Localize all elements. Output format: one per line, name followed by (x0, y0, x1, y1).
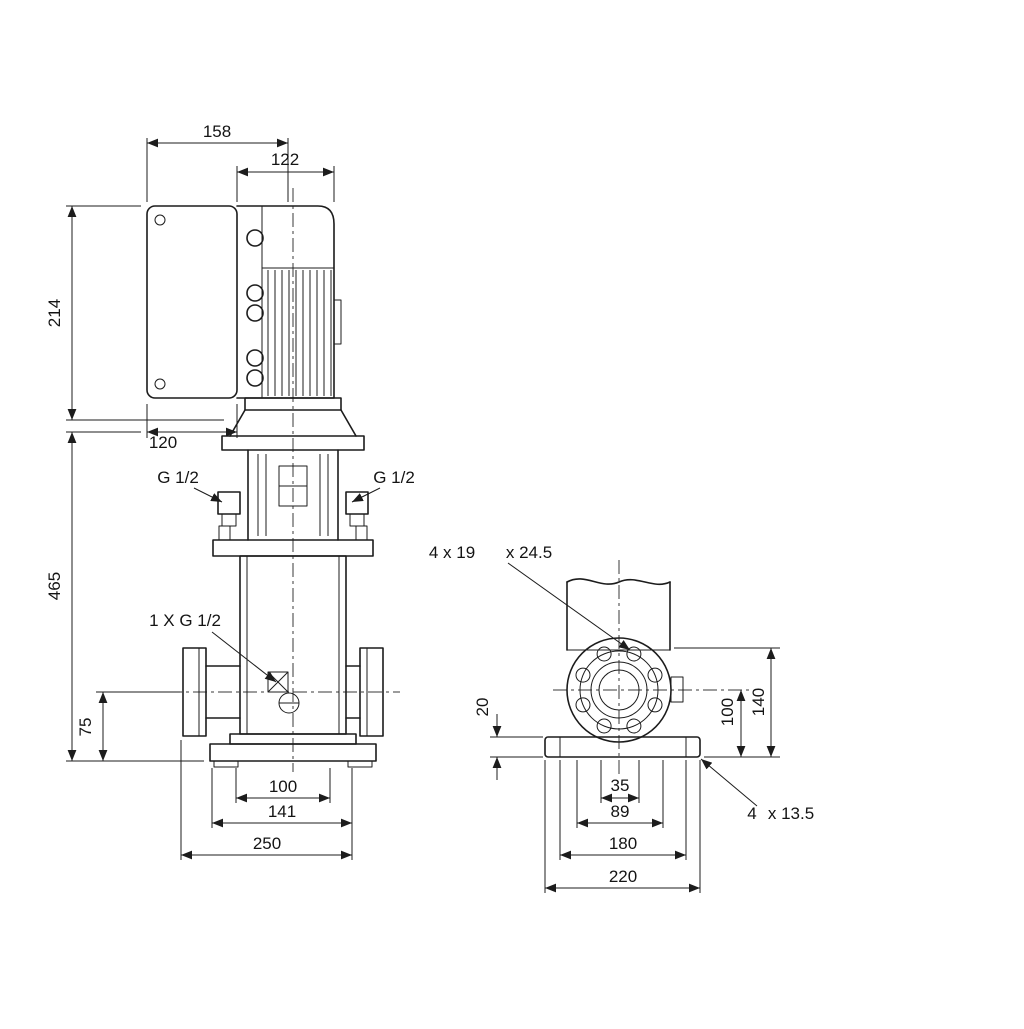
dim-100-front-label: 100 (269, 777, 297, 796)
leader-port-left (193, 487, 223, 503)
discharge-flange (345, 647, 384, 737)
dim-120-label: 120 (149, 433, 177, 452)
coupling-guard (247, 449, 339, 541)
flange-side-tab (670, 676, 684, 703)
dim-180-label: 180 (609, 834, 637, 853)
pump-base (209, 733, 377, 768)
screw-icon (154, 214, 166, 226)
front-view: 158 122 214 120 465 G 1/2 G 1/2 (45, 122, 415, 860)
leader-port-right (351, 487, 381, 503)
front-dimensions: 158 122 214 120 465 G 1/2 G 1/2 (45, 122, 415, 860)
port-label-left: G 1/2 (157, 468, 199, 487)
base-foot (347, 760, 373, 768)
side-view: 4 x 19 x 24.5 20 100 140 35 (429, 543, 814, 893)
dim-158-label: 158 (203, 122, 231, 141)
leader-drain (211, 631, 277, 683)
base-plate-front (209, 743, 377, 762)
drain-plug (267, 671, 300, 714)
base-foot (213, 760, 239, 768)
stay-bolt-nut (355, 525, 368, 541)
screw-icon (154, 378, 166, 390)
flange-bolt-holes (575, 646, 663, 734)
motor-clamp-band (246, 206, 264, 398)
suction-flange (182, 647, 241, 737)
flange-holes-label-b: x 24.5 (506, 543, 552, 562)
dim-89-label: 89 (611, 802, 630, 821)
leader-flange-holes (507, 562, 631, 651)
gauge-port-left (217, 491, 241, 527)
dim-35-label: 35 (611, 776, 630, 795)
drain-label: 1 X G 1/2 (149, 611, 221, 630)
port-label-right: G 1/2 (373, 468, 415, 487)
motor-body (236, 205, 342, 399)
dim-20-label: 20 (473, 698, 492, 717)
dim-75-label: 75 (76, 718, 95, 737)
pump-head-plate (221, 435, 365, 451)
gauge-port-right (345, 491, 369, 527)
dim-214-label: 214 (45, 299, 64, 327)
leader-base-holes (700, 758, 758, 807)
motor-terminal-lug (333, 299, 342, 345)
dim-100-side-label: 100 (718, 698, 737, 726)
flange-bore (598, 669, 640, 711)
dim-141-label: 141 (268, 802, 296, 821)
bolt-circle (579, 650, 659, 730)
pump-column (566, 578, 671, 651)
dim-220-label: 220 (609, 867, 637, 886)
stay-bolt-nut (218, 525, 231, 541)
flange-holes-label-a: 4 x 19 (429, 543, 475, 562)
motor-cooling-fins (267, 270, 332, 396)
base-plate-side (544, 736, 701, 758)
flange-raised-face (590, 661, 648, 719)
motor-control-box (146, 205, 238, 399)
flange-face (566, 637, 684, 743)
dim-465-label: 465 (45, 572, 64, 600)
dim-122-label: 122 (271, 150, 299, 169)
base-holes-label-a: 4 (747, 804, 756, 823)
base-holes-label-b: x 13.5 (768, 804, 814, 823)
dim-140-label: 140 (749, 688, 768, 716)
dim-250-label: 250 (253, 834, 281, 853)
side-dimensions: 4 x 19 x 24.5 20 100 140 35 (429, 543, 814, 893)
